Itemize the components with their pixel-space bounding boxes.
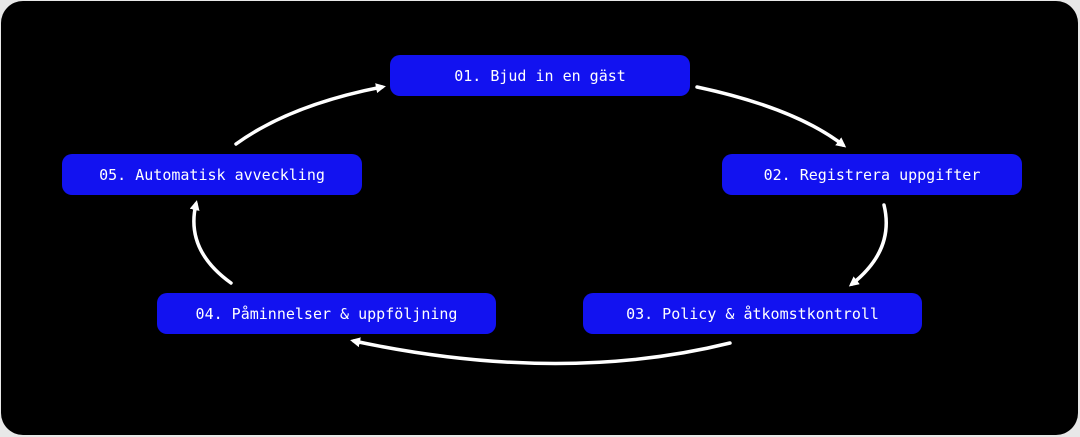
step-policy-access-control: 03. Policy & åtkomstkontroll: [583, 293, 922, 334]
step-label: 02. Registrera uppgifter: [763, 165, 981, 184]
arrow-step3-to-step4: [350, 337, 732, 366]
arrow-step1-to-step2: [695, 85, 847, 148]
step-reminders-followup: 04. Påminnelser & uppföljning: [157, 293, 496, 334]
step-register-details: 02. Registrera uppgifter: [722, 154, 1022, 195]
arrow-step4-to-step5: [189, 200, 233, 285]
step-automatic-decommission: 05. Automatisk avveckling: [62, 154, 362, 195]
arrow-step2-to-step3: [848, 203, 888, 287]
step-label: 01. Bjud in en gäst: [454, 66, 626, 85]
step-label: 05. Automatisk avveckling: [99, 165, 325, 184]
step-label: 03. Policy & åtkomstkontroll: [626, 304, 879, 323]
step-invite-guest: 01. Bjud in en gäst: [390, 55, 690, 96]
step-label: 04. Påminnelser & uppföljning: [195, 304, 458, 323]
arrow-step5-to-step1: [234, 83, 386, 146]
